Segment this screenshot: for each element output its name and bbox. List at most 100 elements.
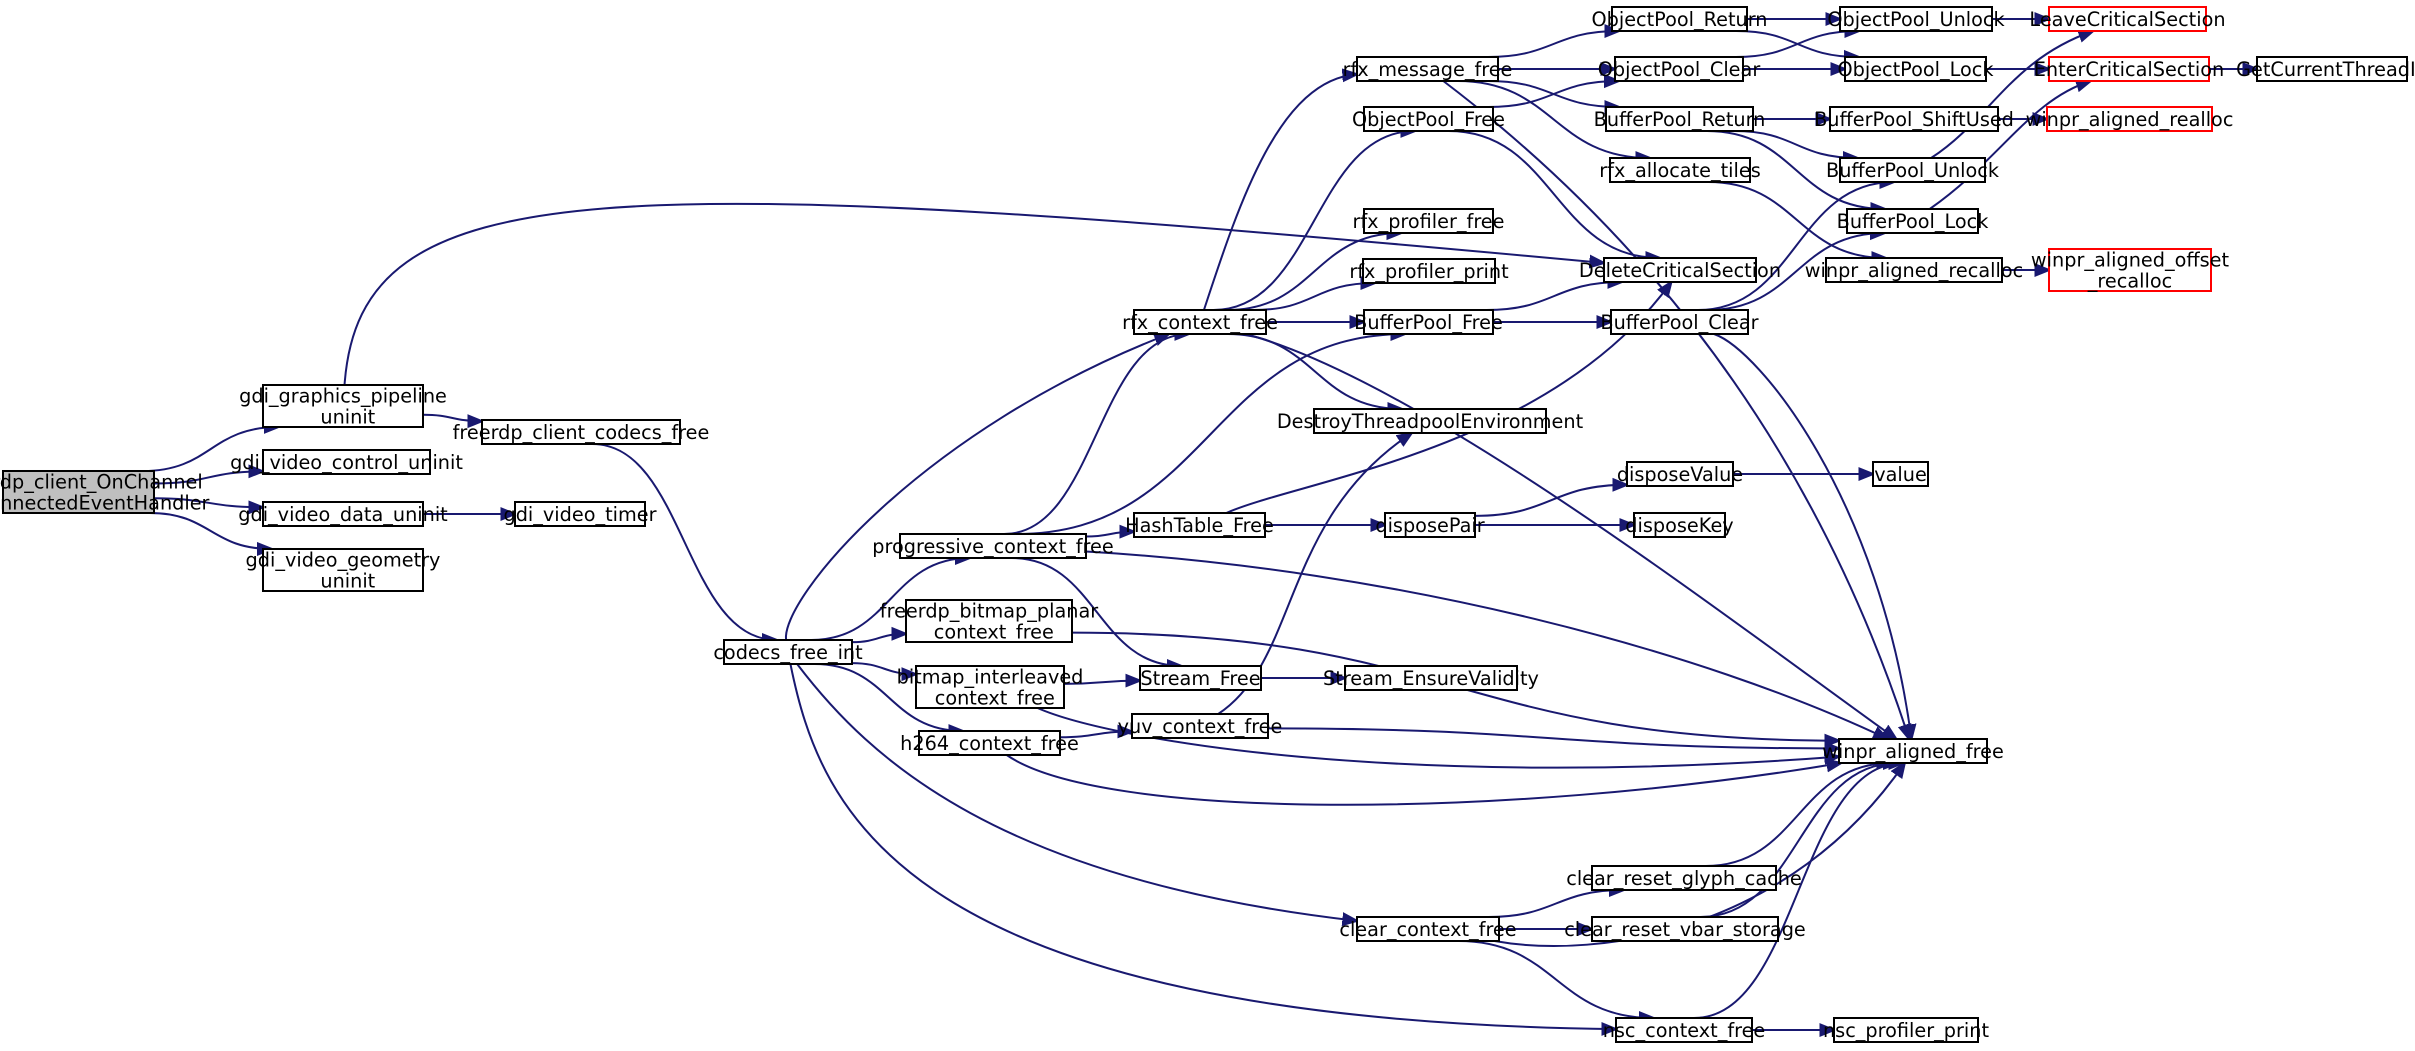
edge-bpc-to-bpl (1707, 233, 1885, 312)
node-box (2047, 247, 2213, 293)
node-bpf[interactable]: BufferPool_Free (1354, 308, 1503, 336)
node-box (2045, 105, 2214, 133)
edge-rfxcf-to-rmf (1202, 74, 1357, 311)
node-label: rfx_context_free (1122, 311, 1278, 334)
node-crgc[interactable]: clear_reset_glyph_cache (1566, 864, 1802, 892)
edge-root-to-gdi_vdu (153, 497, 263, 507)
node-label: ObjectPool_Return (1591, 8, 1767, 31)
edge-pcf-to-rfxcf (1004, 334, 1189, 536)
node-dv[interactable]: disposeValue (1617, 460, 1743, 488)
node-h264[interactable]: h264_context_free (900, 729, 1079, 757)
node-bpl[interactable]: BufferPool_Lock (1837, 207, 1990, 235)
edge-ccf-to-nsc (1458, 939, 1653, 1018)
edge-bpc-to-bpu (1697, 182, 1894, 312)
node-bpr[interactable]: BufferPool_Return (1594, 105, 1766, 133)
node-box (1590, 864, 1778, 892)
node-dcs[interactable]: DeleteCriticalSection (1579, 256, 1781, 284)
node-sev[interactable]: Stream_EnsureValidity (1323, 664, 1539, 692)
node-label: LeaveCriticalSection (2029, 8, 2225, 31)
node-gdi_gp[interactable]: gdi_graphics_pipeline_uninit (239, 383, 447, 429)
node-nsc[interactable]: nsc_context_free (1603, 1016, 1766, 1044)
node-label: ObjectPool_Lock (1837, 58, 1994, 81)
edge-bpu-to-lcs (1930, 31, 2093, 159)
node-sf[interactable]: Stream_Free (1138, 664, 1263, 692)
node-bpsu[interactable]: BufferPool_ShiftUsed (1814, 105, 2014, 133)
edge-bpc-to-waf (1713, 333, 1911, 739)
node-label: gdi_video_control_uninit (230, 451, 463, 474)
node-pcf[interactable]: progressive_context_free (872, 532, 1114, 560)
edge-bicf-to-sf (1064, 681, 1140, 684)
node-waf[interactable]: winpr_aligned_free (1822, 737, 2004, 765)
node-bicf[interactable]: bitmap_interleaved_context_free (897, 664, 1084, 710)
node-box (1608, 156, 1752, 184)
node-gvt[interactable]: gdi_video_timer (503, 500, 657, 528)
node-label: gdi_video_data_uninit (238, 503, 448, 526)
node-rfxcf[interactable]: rfx_context_free (1122, 308, 1278, 336)
node-dp[interactable]: disposePair (1375, 511, 1485, 539)
node-box (1355, 915, 1501, 943)
node-val[interactable]: value (1871, 460, 1930, 488)
edge-rfxcf-to-rpf (1227, 233, 1401, 312)
node-gdi_vdu[interactable]: gdi_video_data_uninit (238, 500, 448, 528)
node-ecs[interactable]: EnterCriticalSection (2034, 55, 2225, 83)
node-box (1632, 511, 1727, 539)
node-war[interactable]: winpr_aligned_recalloc (1805, 256, 2023, 284)
node-rat[interactable]: rfx_allocate_tiles (1599, 156, 1761, 184)
node-label: Stream_Free (1140, 667, 1260, 690)
node-opl[interactable]: ObjectPool_Lock (1837, 55, 1994, 83)
node-rmf[interactable]: rfx_message_free (1343, 55, 1513, 83)
edge-cfi-to-pcf (811, 558, 970, 642)
node-opr[interactable]: ObjectPool_Return (1591, 5, 1768, 33)
edge-nsc-to-waf (1693, 763, 1903, 1020)
node-fbpcf[interactable]: freerdp_bitmap_planar_context_free (880, 598, 1098, 644)
node-box (261, 547, 425, 593)
node-label: rfx_profiler_free (1352, 210, 1504, 233)
node-htf[interactable]: HashTable_Free (1125, 511, 1274, 539)
node-opu[interactable]: ObjectPool_Unlock (1827, 5, 2005, 33)
edge-crvs-to-waf (1700, 763, 1897, 919)
node-box (722, 638, 854, 666)
node-box (261, 500, 425, 528)
node-box (1361, 257, 1497, 285)
node-label: _uninit (310, 569, 376, 592)
edges-layer (143, 19, 2257, 1030)
edge-h264-to-yuv (1059, 731, 1132, 737)
node-label: _uninit (310, 405, 376, 428)
node-cfi[interactable]: codecs_free_int (713, 638, 863, 666)
node-box (1625, 460, 1735, 488)
node-label: nsc_profiler_print (1823, 1019, 1989, 1042)
node-box (261, 448, 432, 476)
node-box (2255, 55, 2409, 83)
node-dte[interactable]: DestroyThreadpoolEnvironment (1277, 407, 1584, 435)
node-crvs[interactable]: clear_reset_vbar_storage (1564, 915, 1806, 943)
node-yuv[interactable]: yuv_context_free (1118, 712, 1283, 740)
node-lcs[interactable]: LeaveCriticalSection (2029, 5, 2226, 33)
node-box (513, 500, 647, 528)
node-label: EnterCriticalSection (2034, 58, 2225, 81)
node-bpu[interactable]: BufferPool_Unlock (1826, 156, 2000, 184)
node-gdi_vcu[interactable]: gdi_video_control_uninit (230, 448, 463, 476)
node-ccf[interactable]: clear_context_free (1339, 915, 1517, 943)
node-npp[interactable]: nsc_profiler_print (1823, 1016, 1989, 1044)
edge-h264-to-waf (1006, 754, 1841, 806)
node-opc[interactable]: ObjectPool_Clear (1598, 55, 1761, 83)
node-gdi_vgu[interactable]: gdi_video_geometry_uninit (246, 547, 441, 593)
node-wareal[interactable]: winpr_aligned_realloc (2026, 105, 2234, 133)
node-opf[interactable]: ObjectPool_Free (1352, 105, 1505, 133)
node-waor[interactable]: winpr_aligned_offset_recalloc (2031, 247, 2230, 293)
node-rpf[interactable]: rfx_profiler_free (1352, 207, 1505, 235)
node-label: DisconnectedEventHandler (0, 491, 210, 514)
node-box (1355, 55, 1500, 83)
node-box (1, 469, 156, 515)
node-box (261, 383, 425, 429)
node-root: freerdp_client_OnChannelDisconnectedEven… (0, 469, 210, 515)
edge-pcf-to-waf (1085, 550, 1888, 739)
node-fccf[interactable]: freerdp_client_codecs_free (453, 418, 710, 446)
edge-root-to-gdi_vcu (153, 471, 263, 485)
node-rpp[interactable]: rfx_profiler_print (1349, 257, 1509, 285)
node-bpc[interactable]: BufferPool_Clear (1600, 308, 1759, 336)
edge-opf-to-dcs (1448, 129, 1660, 258)
node-dk[interactable]: disposeKey (1625, 511, 1734, 539)
node-gcti[interactable]: GetCurrentThreadId (2236, 55, 2415, 83)
node-label: winpr_aligned_free (1822, 740, 2004, 763)
